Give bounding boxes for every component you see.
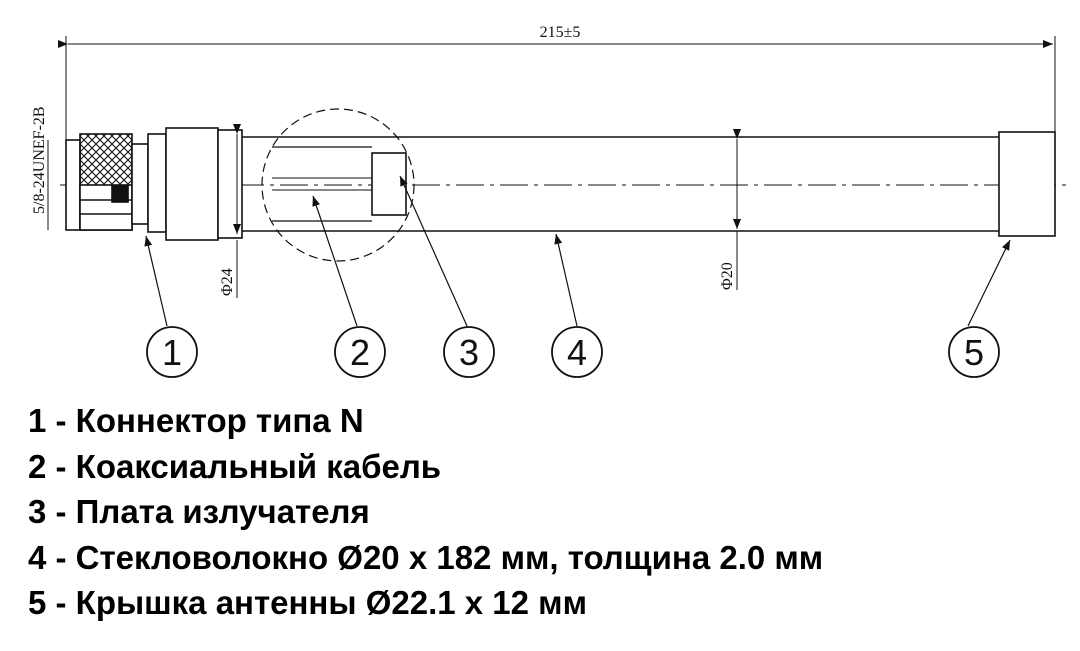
connector-diameter-label: Φ24	[219, 268, 236, 296]
leader-lines	[144, 175, 1011, 327]
svg-text:4: 4	[567, 332, 587, 373]
antenna-cap	[998, 131, 1056, 237]
fiberglass-tube	[242, 136, 999, 232]
callout-3: 3	[443, 326, 495, 378]
callout-4: 4	[551, 326, 603, 378]
legend-item-radiator-board: 3 - Плата излучателя	[28, 493, 370, 530]
radiator-board	[371, 152, 407, 216]
svg-text:1: 1	[162, 332, 182, 373]
callout-5: 5	[948, 326, 1000, 378]
callout-1: 1	[146, 326, 198, 378]
legend-item-coax-cable: 2 - Коаксиальный кабель	[28, 447, 442, 485]
svg-text:2: 2	[350, 332, 370, 373]
legend-item-fiberglass: 4 - Стекловолокно Ø20 x 182 мм, толщина …	[28, 538, 824, 576]
callout-2: 2	[334, 326, 386, 378]
n-connector	[65, 127, 243, 241]
overall-length-label: 215±5	[540, 24, 581, 41]
antenna-technical-drawing: 215±5 5/8-24UNEF-2B Φ24 Φ20	[31, 24, 1072, 378]
parts-legend: 1 - Коннектор типа N 2 - Коаксиальный ка…	[28, 398, 823, 626]
legend-item-antenna-cap: 5 - Крышка антенны Ø22.1 x 12 мм	[28, 584, 588, 621]
svg-text:3: 3	[459, 332, 479, 373]
tube-diameter-label: Φ20	[719, 262, 736, 290]
overall-length-dimension	[58, 36, 1056, 140]
thread-label: 5/8-24UNEF-2B	[31, 106, 48, 214]
svg-text:5: 5	[964, 332, 984, 373]
detail-circle	[261, 108, 415, 262]
legend-item-connector: 1 - Коннектор типа N	[28, 402, 364, 439]
